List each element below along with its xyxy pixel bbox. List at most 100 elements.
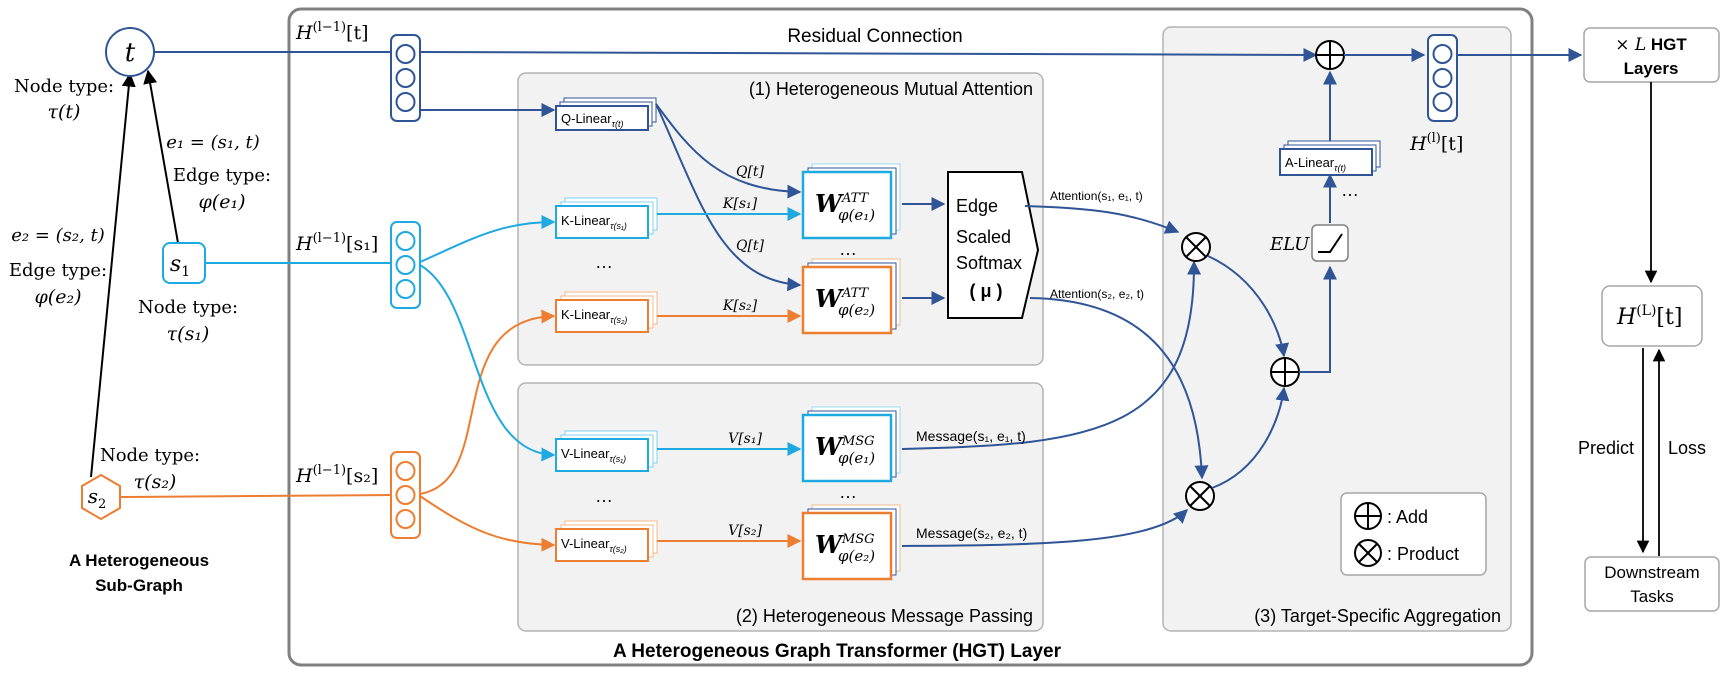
a-linear-sub: τ(t) <box>1334 163 1346 173</box>
node-t-symbol: t <box>125 38 136 68</box>
v-linear-2-box <box>555 528 649 562</box>
h-s1-to-k1-arrow <box>419 215 556 263</box>
edge-e2-arrow <box>90 72 136 478</box>
node-s2-letter: s <box>88 484 98 508</box>
edge-e1-type-label: Edge type: <box>173 165 271 186</box>
residual-label: Residual Connection <box>787 26 962 47</box>
q-linear-sub: τ(t) <box>612 119 624 129</box>
attention-1-label: Attention(s₁, e₁, t) <box>1050 189 1143 203</box>
elu-label: ELU <box>1269 234 1310 255</box>
w-att-2-label: WATT <box>815 284 870 313</box>
aggregation-ellipsis: … <box>1341 180 1359 200</box>
v-linear-1-label: V-Linearτ(s₁) <box>561 446 626 464</box>
loss-label: Loss <box>1668 438 1706 458</box>
k-linear-2-text: K-Linear <box>561 307 611 322</box>
h-t-cell <box>395 44 416 64</box>
q-linear-text: Q-Linear <box>561 111 612 126</box>
w-msg-1-box <box>801 413 893 483</box>
residual-connection-arrow <box>419 47 1318 62</box>
edge-e2-type-value: φ(e₂) <box>35 286 82 308</box>
message-1-arrow <box>901 260 1202 450</box>
node-s1-sub: 1 <box>181 264 190 280</box>
h-t-cell <box>395 68 416 88</box>
legend-product-label: : Product <box>1387 544 1459 564</box>
a-linear-box <box>1279 148 1373 176</box>
q-t-1-label: Q[t] <box>736 164 765 180</box>
h-s1-label: H(l−1)[s₁] <box>295 231 378 255</box>
subgraph-caption-line2: Sub-Graph <box>95 576 183 595</box>
v-linear-1-text: V-Linear <box>561 446 610 461</box>
add-legend-icon <box>1354 502 1382 530</box>
aggregation-panel-title: (3) Target-Specific Aggregation <box>1254 606 1501 626</box>
h-s2-label: H(l−1)[s₂] <box>295 463 378 487</box>
w-msg-2-sup: MSG <box>841 532 875 547</box>
tasks-line1: Downstream <box>1604 563 1699 582</box>
message-ellipsis-mid: … <box>839 482 857 502</box>
w-msg-2-w: W <box>815 530 844 559</box>
add-operator-aggregate <box>1270 357 1300 387</box>
attention-2-label: Attention(s₂, e₂, t) <box>1050 287 1144 301</box>
q-t-2-label: Q[t] <box>736 238 765 254</box>
h-s2-to-v2-arrow <box>419 495 556 552</box>
w-msg-1-label: WMSG <box>815 432 875 461</box>
layers-line1: × L HGT <box>1615 35 1687 55</box>
h-out-label: H(l)[t] <box>1409 131 1463 155</box>
node-s1-symbol: s1 <box>170 252 190 280</box>
message-ellipsis-left: … <box>595 486 613 506</box>
node-s1-type-label: Node type: <box>138 297 238 318</box>
v-linear-2-sub: τ(s₂) <box>609 544 626 554</box>
h-t-cell <box>395 92 416 112</box>
product-operator-2 <box>1185 481 1215 511</box>
softmax-line2: Scaled <box>956 227 1011 247</box>
w-att-1-box <box>801 170 893 240</box>
k-linear-1-text: K-Linear <box>561 213 611 228</box>
product-operator-1 <box>1181 232 1211 262</box>
message-2-label: Message(s₂, e₂, t) <box>916 525 1027 541</box>
k-linear-2-box <box>555 299 649 333</box>
k-s1-label: K[s₁] <box>722 196 758 212</box>
v-s2-label: V[s₂] <box>728 523 762 539</box>
edge-e2-def: e₂ = (s₂, t) <box>11 225 105 246</box>
k-linear-1-label: K-Linearτ(s₁) <box>561 213 627 231</box>
message-panel <box>517 382 1044 632</box>
w-att-2-box <box>801 265 893 335</box>
softmax-line4: ( μ ) <box>969 281 1002 301</box>
w-msg-1-w: W <box>815 432 844 461</box>
node-s2 <box>81 473 121 521</box>
legend-add-label: : Add <box>1387 507 1428 527</box>
v-linear-1-box <box>555 438 649 472</box>
k-s2-label: K[s₂] <box>722 298 758 314</box>
tasks-box <box>1584 556 1720 612</box>
edge-e2-type-label: Edge type: <box>9 260 107 281</box>
elu-curve-icon <box>1318 233 1343 253</box>
message-2-arrow <box>901 509 1189 547</box>
h-s1-cell <box>395 255 416 275</box>
add-to-elu-arrow <box>1299 265 1337 373</box>
edge-e1-type-value: φ(e₁) <box>199 191 246 213</box>
a-linear-label: A-Linearτ(t) <box>1285 155 1346 173</box>
h-s2-to-k2-arrow <box>419 309 556 495</box>
w-att-2-sup: ATT <box>841 286 870 301</box>
w-att-1-label: WATT <box>815 189 870 218</box>
attention-1-arrow <box>1024 205 1180 234</box>
h-final-box <box>1601 285 1703 347</box>
w-att-1-sup: ATT <box>841 191 870 206</box>
w-msg-1-sup: MSG <box>841 434 875 449</box>
edge-e1-arrow <box>143 69 179 244</box>
a-linear-text: A-Linear <box>1285 155 1335 170</box>
node-s1-type-value: τ(s₁) <box>167 323 210 345</box>
attention-ellipsis-left: … <box>595 252 613 272</box>
v-linear-2-text: V-Linear <box>561 536 610 551</box>
w-msg-2-label: WMSG <box>815 530 875 559</box>
layers-line2: Layers <box>1624 59 1679 78</box>
w-msg-1-sub: φ(e₁) <box>838 449 875 467</box>
q-linear-label: Q-Linearτ(t) <box>561 111 623 129</box>
h-out-cell <box>1432 68 1453 88</box>
q-to-watt1-arrow <box>655 103 802 199</box>
h-out-cell <box>1432 44 1453 64</box>
node-t-type-value: τ(t) <box>48 101 81 123</box>
k-linear-2-label: K-Linearτ(s₂) <box>561 307 627 325</box>
aggregation-panel <box>1162 26 1512 632</box>
predict-label: Predict <box>1578 438 1634 458</box>
node-s1-letter: s <box>170 252 181 277</box>
